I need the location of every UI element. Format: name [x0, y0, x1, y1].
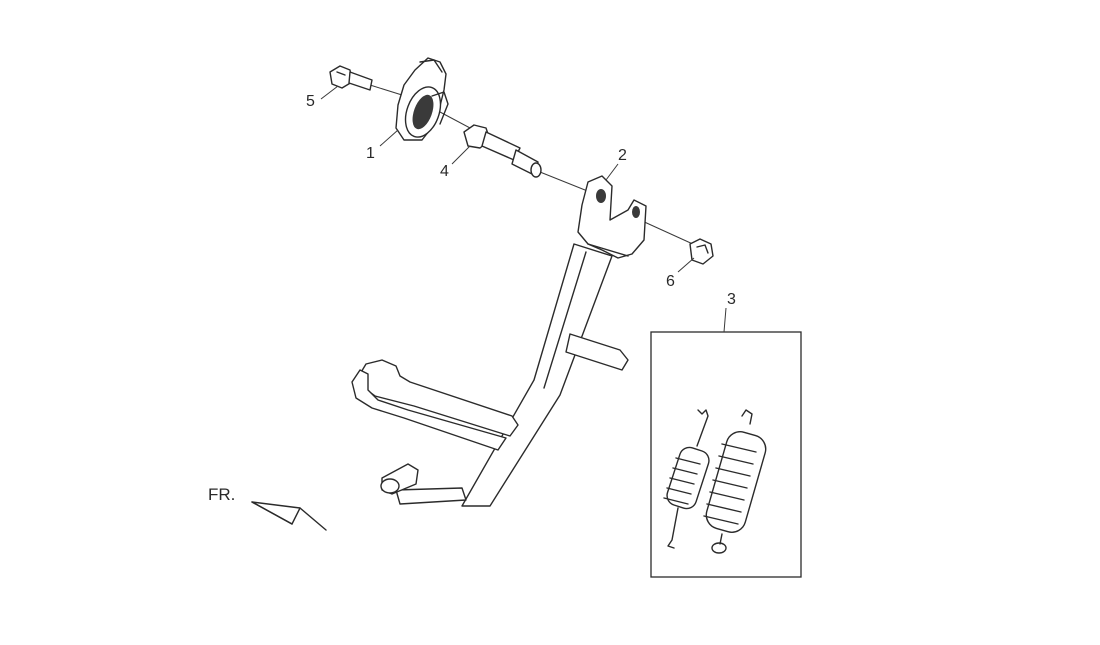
part-5-flange-bolt — [329, 65, 373, 91]
part-4-pivot-bolt — [463, 124, 542, 178]
part-2-side-stand — [351, 175, 647, 507]
front-direction-arrow — [251, 501, 327, 531]
callout-5: 5 — [306, 93, 315, 110]
part-3-spring-box — [650, 331, 802, 578]
callout-1: 1 — [366, 145, 375, 162]
large-spring — [703, 409, 767, 554]
small-spring — [663, 409, 710, 549]
assembly-axis-line — [369, 84, 696, 246]
callout-4: 4 — [440, 163, 449, 180]
callout-2: 2 — [618, 147, 627, 164]
front-indicator-label: FR. — [208, 485, 235, 504]
callout-leaders — [320, 85, 727, 333]
part-1-bracket-collar — [395, 57, 449, 141]
part-6-hex-nut — [689, 238, 714, 265]
callout-6: 6 — [666, 273, 675, 290]
callout-3: 3 — [727, 291, 736, 308]
